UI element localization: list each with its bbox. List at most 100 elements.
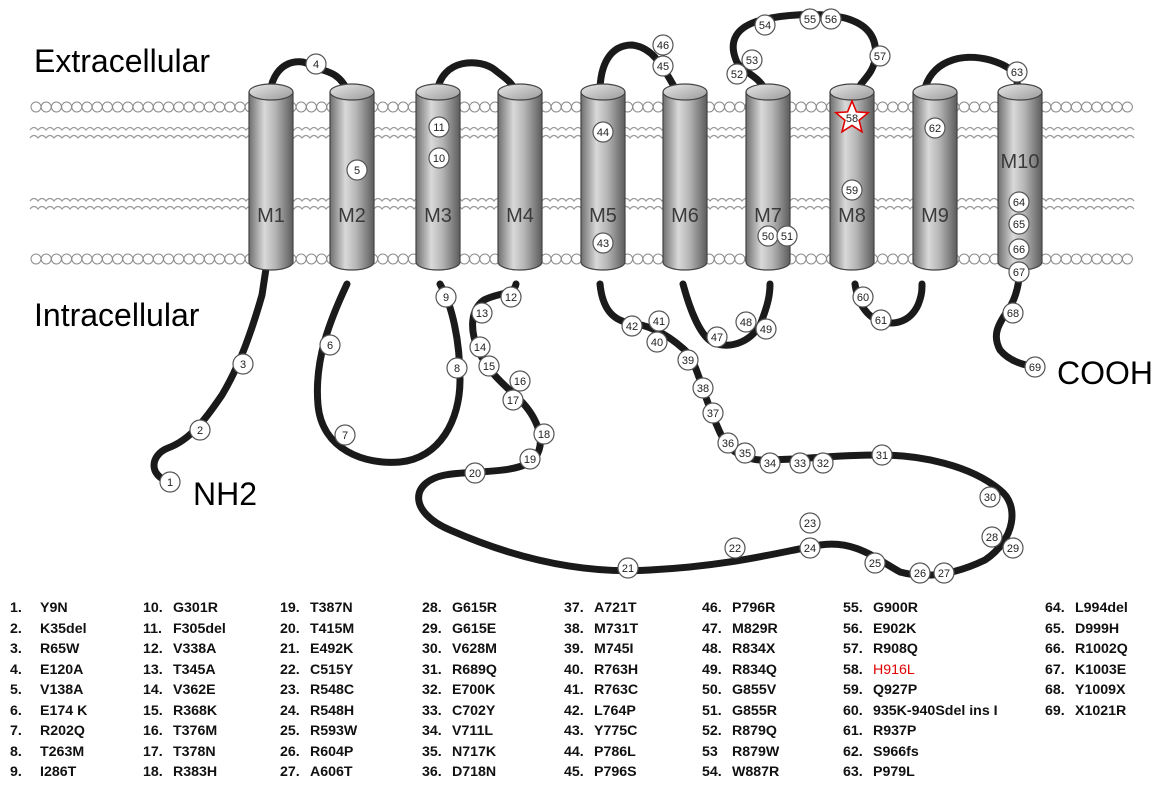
lipid-head (1081, 253, 1093, 265)
legend-row: 35.N717K (422, 742, 497, 763)
legend-row: 12.V338A (143, 639, 226, 660)
legend-mutation: P796R (732, 600, 776, 616)
lipid-head (183, 253, 195, 265)
svg-text:5: 5 (354, 165, 360, 177)
legend-row: 60.935K-940Sdel ins I (843, 701, 998, 722)
legend-number: 24. (280, 702, 300, 719)
legend-mutation: E902K (873, 620, 917, 637)
c-terminus-label: COOH (1057, 355, 1153, 391)
lipid-head (305, 101, 317, 113)
legend-mutation: T387N (310, 600, 353, 616)
legend-mutation: R593W (310, 723, 358, 739)
legend-row: 58.H916L (843, 660, 998, 681)
legend-mutation: E174 K (40, 702, 88, 719)
legend-row: 8.T263M (10, 742, 87, 763)
svg-text:61: 61 (875, 315, 887, 327)
svg-text:62: 62 (929, 123, 941, 135)
legend-mutation: Y9N (40, 600, 68, 616)
legend-number: 58. (843, 661, 863, 678)
lipid-head (305, 253, 317, 265)
svg-text:21: 21 (622, 563, 634, 575)
lipid-head (713, 253, 725, 265)
lipid-head (152, 253, 164, 265)
tm-segment-label: M10 (1001, 151, 1040, 173)
svg-text:66: 66 (1013, 244, 1025, 256)
svg-text:16: 16 (514, 376, 526, 388)
legend-mutation: A606T (310, 764, 353, 780)
legend-mutation: V138A (40, 682, 84, 698)
svg-text:64: 64 (1013, 197, 1025, 209)
svg-text:67: 67 (1013, 267, 1025, 279)
legend-number: 43. (564, 723, 584, 739)
lipid-head (469, 101, 481, 113)
mutation-marker-49: 49 (755, 318, 777, 340)
svg-text:26: 26 (914, 568, 926, 580)
legend-row: 15.R368K (143, 701, 226, 722)
svg-text:23: 23 (804, 518, 816, 530)
mutation-marker-47: 47 (706, 326, 728, 348)
mutation-marker-6: 6 (319, 334, 341, 356)
legend-row: 20.T415M (280, 619, 357, 640)
svg-text:41: 41 (653, 316, 665, 328)
lipid-head (458, 101, 470, 113)
mutation-marker-32: 32 (812, 452, 834, 474)
tm-segment-label: M5 (589, 205, 617, 227)
legend-row: 55.G900R (843, 598, 998, 619)
lipid-head (112, 101, 124, 113)
legend-number: 52. (702, 723, 722, 739)
mutation-marker-48: 48 (735, 311, 757, 333)
lipid-head (224, 101, 236, 113)
mutation-marker-39: 39 (677, 349, 699, 371)
svg-text:19: 19 (524, 454, 536, 466)
legend-row: 43.Y775C (564, 721, 638, 742)
legend-row: 5.V138A (10, 680, 87, 701)
tm-segment-m6: M6 (662, 83, 708, 271)
lipid-head (193, 253, 205, 265)
legend-number: 28. (422, 600, 442, 616)
lipid-head (1091, 253, 1103, 265)
lipid-head (1060, 253, 1072, 265)
legend-mutation: R548C (310, 682, 355, 698)
legend-number: 18. (143, 764, 163, 780)
legend-row: 23.R548C (280, 680, 357, 701)
lipid-head (571, 253, 583, 265)
svg-text:25: 25 (869, 558, 881, 570)
svg-text:3: 3 (240, 359, 246, 371)
svg-text:14: 14 (474, 342, 486, 354)
legend-mutation: T415M (310, 620, 355, 637)
lipid-head (877, 101, 889, 113)
legend-number: 34. (422, 723, 442, 739)
legend-row: 66.R1002Q (1045, 639, 1128, 660)
lipid-head (173, 101, 185, 113)
legend-row: 34.V711L (422, 721, 497, 742)
lipid-head (805, 253, 817, 265)
legend-row: 54.W887R (702, 762, 779, 783)
lipid-head (122, 253, 134, 265)
lipid-head (458, 253, 470, 265)
legend-number: 17. (143, 743, 163, 760)
legend-row: 24.R548H (280, 701, 357, 722)
lipid-head (50, 253, 62, 265)
legend-row: 1.Y9N (10, 598, 87, 619)
svg-text:47: 47 (711, 332, 723, 344)
lipid-head (91, 101, 103, 113)
legend-row: 39.M745I (564, 639, 638, 660)
legend-row: 36.D718N (422, 762, 497, 783)
legend-mutation: V338A (173, 641, 217, 657)
tm-segment-m3: M3 (415, 83, 461, 271)
lipid-head (795, 253, 807, 265)
lipid-head (713, 101, 725, 113)
mutation-marker-43: 43 (592, 232, 614, 254)
tm-segment-m2: M2 (329, 83, 375, 271)
legend-number: 11. (143, 620, 162, 637)
legend-number: 55. (843, 600, 863, 616)
mutation-marker-5: 5 (346, 159, 368, 181)
legend-row: 50.G855V (702, 680, 779, 701)
legend-number: 56. (843, 620, 863, 637)
mutation-marker-57: 57 (869, 45, 891, 67)
svg-text:28: 28 (986, 532, 998, 544)
tm-segment-label: M6 (671, 205, 699, 227)
